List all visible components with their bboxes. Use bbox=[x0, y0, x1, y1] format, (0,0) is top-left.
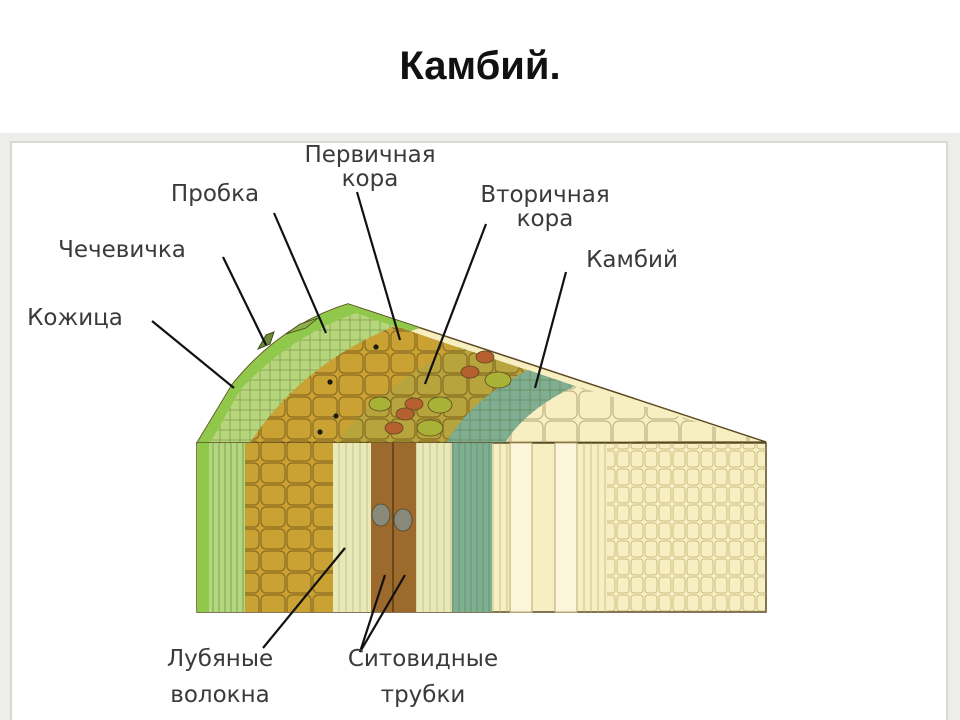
label-bast-fibers-line1: Лубяные bbox=[167, 646, 273, 672]
labels: Первичная кора Пробка Вторичная кора Чеч… bbox=[27, 142, 678, 708]
label-secondary-cortex-line1: Вторичная bbox=[480, 182, 609, 208]
label-sieve-tubes-line1: Ситовидные bbox=[348, 646, 498, 672]
label-sieve-tubes-line2: трубки bbox=[381, 682, 466, 708]
label-lenticel: Чечевичка bbox=[58, 237, 186, 263]
label-primary-cortex-line1: Первичная bbox=[304, 142, 435, 168]
top-wedge bbox=[195, 303, 767, 444]
front-face bbox=[196, 442, 767, 613]
page-title: Камбий. bbox=[399, 44, 561, 88]
label-secondary-cortex-line2: кора bbox=[517, 206, 574, 232]
label-primary-cortex-line2: кора bbox=[342, 166, 399, 192]
epidermis-band-front bbox=[197, 443, 209, 612]
label-epidermis: Кожица bbox=[27, 305, 123, 331]
label-cork: Пробка bbox=[171, 181, 259, 207]
label-bast-fibers-line2: волокна bbox=[170, 682, 269, 708]
sieve-clusters-top bbox=[368, 350, 512, 437]
leader-lines bbox=[151, 191, 568, 653]
label-cambium: Камбий bbox=[586, 247, 678, 273]
cortex-dots bbox=[317, 344, 379, 435]
